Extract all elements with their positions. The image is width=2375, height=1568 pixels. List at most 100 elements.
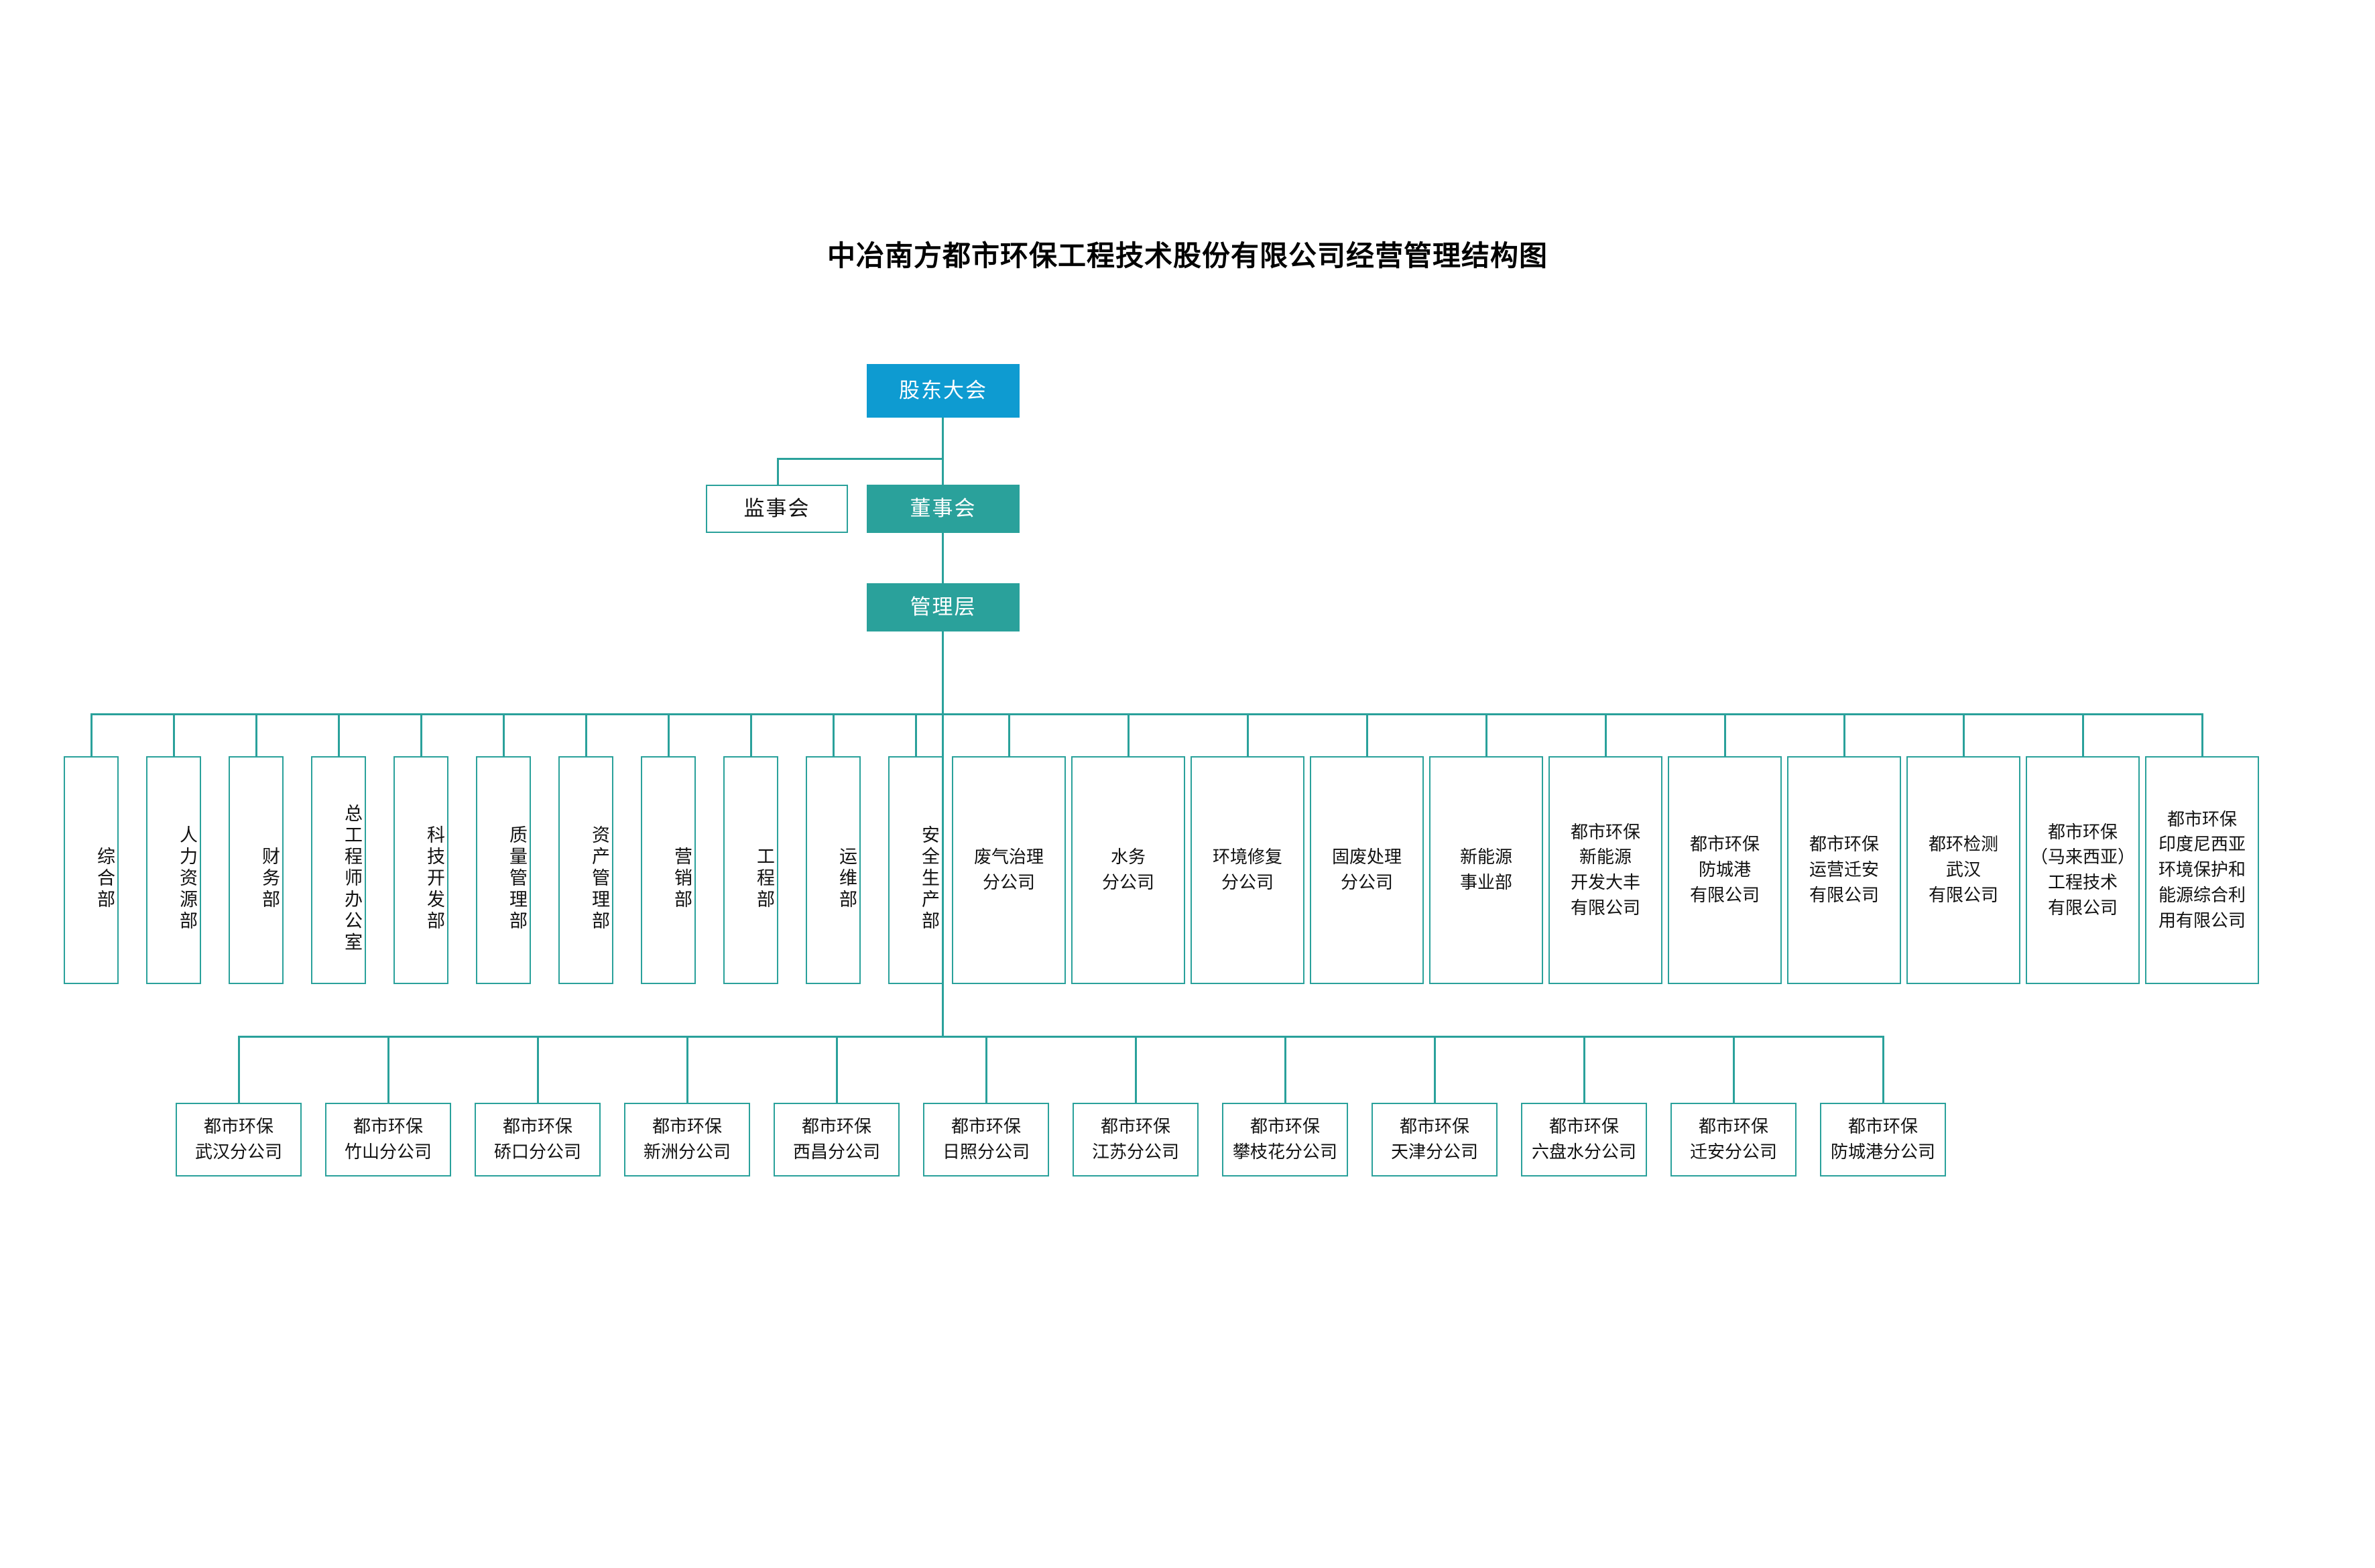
connector-department-drop xyxy=(420,713,422,756)
node-label: 都市环保 武汉分公司 xyxy=(194,1116,282,1162)
connector-board-to-management xyxy=(942,533,944,583)
node-branch-office[interactable]: 都市环保 新洲分公司 xyxy=(624,1103,750,1177)
node-label: 都市环保 江苏分公司 xyxy=(1091,1116,1179,1162)
node-department[interactable]: 都市环保 防城港 有限公司 xyxy=(1668,756,1782,984)
node-management[interactable]: 管理层 xyxy=(867,583,1020,631)
node-label: 新能源 事业部 xyxy=(1459,847,1512,892)
node-label: 工程部 xyxy=(754,847,774,911)
node-label: 都市环保 六盘水分公司 xyxy=(1531,1116,1636,1162)
connector-branch-drop xyxy=(1882,1036,1884,1103)
node-branch-office[interactable]: 都市环保 六盘水分公司 xyxy=(1521,1103,1647,1177)
node-department[interactable]: 新能源 事业部 xyxy=(1429,756,1543,984)
node-department[interactable]: 人力资源部 xyxy=(146,756,201,984)
node-branch-office[interactable]: 都市环保 江苏分公司 xyxy=(1073,1103,1199,1177)
connector-branch-drop xyxy=(985,1036,987,1103)
node-department[interactable]: 资产管理部 xyxy=(558,756,613,984)
node-branch-office[interactable]: 都市环保 硚口分公司 xyxy=(475,1103,601,1177)
node-board-of-supervisors[interactable]: 监事会 xyxy=(706,485,848,533)
node-branch-office[interactable]: 都市环保 天津分公司 xyxy=(1372,1103,1498,1177)
node-department[interactable]: 营销部 xyxy=(641,756,696,984)
connector-department-drop xyxy=(585,713,587,756)
node-board-of-directors[interactable]: 董事会 xyxy=(867,485,1020,533)
department-bus-line xyxy=(91,713,2202,715)
connector-department-drop xyxy=(337,713,340,756)
node-department[interactable]: 都市环保 印度尼西亚 环境保护和 能源综合利 用有限公司 xyxy=(2145,756,2259,984)
node-department[interactable]: 工程部 xyxy=(723,756,778,984)
connector-department-drop xyxy=(749,713,752,756)
connector-branch-drop xyxy=(1583,1036,1585,1103)
connector-department-drop xyxy=(1723,713,1726,756)
connector-branch-drop xyxy=(686,1036,688,1103)
node-label: 都市环保 （马来西亚） 工程技术 有限公司 xyxy=(2030,821,2135,918)
connector-supervisors-drop xyxy=(777,458,779,485)
node-branch-office[interactable]: 都市环保 西昌分公司 xyxy=(774,1103,900,1177)
node-label: 废气治理 分公司 xyxy=(973,847,1044,892)
connector-branch-drop xyxy=(1134,1036,1137,1103)
node-department[interactable]: 废气治理 分公司 xyxy=(952,756,1066,984)
connector-department-drop xyxy=(1127,713,1130,756)
node-branch-office[interactable]: 都市环保 攀枝花分公司 xyxy=(1222,1103,1348,1177)
node-label: 都市环保 迁安分公司 xyxy=(1689,1116,1777,1162)
connector-branch-drop xyxy=(1284,1036,1286,1103)
node-label: 监事会 xyxy=(743,496,810,520)
node-department[interactable]: 总工程师办公室 xyxy=(311,756,366,984)
node-label: 都市环保 运营迁安 有限公司 xyxy=(1809,834,1879,905)
connector-department-drop xyxy=(1246,713,1249,756)
connector-supervisors-horizontal xyxy=(777,458,943,460)
node-label: 运维部 xyxy=(837,847,857,911)
node-department[interactable]: 运维部 xyxy=(806,756,861,984)
node-label: 都环检测 武汉 有限公司 xyxy=(1928,834,1998,905)
connector-department-drop xyxy=(1604,713,1607,756)
node-label: 都市环保 日照分公司 xyxy=(942,1116,1030,1162)
connector-shareholders-trunk xyxy=(942,418,944,485)
node-department[interactable]: 水务 分公司 xyxy=(1071,756,1185,984)
node-label: 水务 分公司 xyxy=(1101,847,1154,892)
node-label: 总工程师办公室 xyxy=(342,804,362,954)
node-label: 都市环保 新洲分公司 xyxy=(643,1116,731,1162)
node-branch-office[interactable]: 都市环保 武汉分公司 xyxy=(176,1103,302,1177)
connector-department-drop xyxy=(1365,713,1368,756)
node-label: 都市环保 防城港分公司 xyxy=(1830,1116,1935,1162)
node-department[interactable]: 科技开发部 xyxy=(393,756,448,984)
connector-branch-drop xyxy=(835,1036,838,1103)
node-branch-office[interactable]: 都市环保 竹山分公司 xyxy=(325,1103,451,1177)
node-branch-office[interactable]: 都市环保 防城港分公司 xyxy=(1820,1103,1946,1177)
branch-bus-line xyxy=(239,1036,1883,1038)
node-department[interactable]: 财务部 xyxy=(229,756,284,984)
node-department[interactable]: 都市环保 （马来西亚） 工程技术 有限公司 xyxy=(2026,756,2140,984)
connector-department-drop xyxy=(1843,713,1845,756)
connector-branch-drop xyxy=(237,1036,240,1103)
connector-branch-drop xyxy=(536,1036,539,1103)
node-label: 营销部 xyxy=(672,847,692,911)
node-department[interactable]: 都市环保 运营迁安 有限公司 xyxy=(1787,756,1901,984)
node-label: 都市环保 印度尼西亚 环境保护和 能源综合利 用有限公司 xyxy=(2158,808,2246,930)
node-branch-office[interactable]: 都市环保 迁安分公司 xyxy=(1670,1103,1797,1177)
connector-department-drop xyxy=(255,713,257,756)
node-label: 都市环保 西昌分公司 xyxy=(792,1116,880,1162)
node-label: 综合部 xyxy=(95,847,115,911)
node-department[interactable]: 固废处理 分公司 xyxy=(1310,756,1424,984)
node-label: 质量管理部 xyxy=(507,825,527,932)
connector-branch-drop xyxy=(387,1036,389,1103)
node-department[interactable]: 质量管理部 xyxy=(476,756,531,984)
connector-department-drop xyxy=(172,713,175,756)
node-label: 财务部 xyxy=(259,847,280,911)
node-department[interactable]: 环境修复 分公司 xyxy=(1191,756,1304,984)
node-label: 固废处理 分公司 xyxy=(1331,847,1402,892)
node-shareholders-meeting[interactable]: 股东大会 xyxy=(867,364,1020,418)
connector-branch-drop xyxy=(1433,1036,1436,1103)
node-label: 都市环保 竹山分公司 xyxy=(344,1116,432,1162)
connector-department-drop xyxy=(2081,713,2084,756)
connector-department-drop xyxy=(2201,713,2203,756)
node-department[interactable]: 综合部 xyxy=(64,756,119,984)
node-label: 都市环保 防城港 有限公司 xyxy=(1689,834,1760,905)
node-branch-office[interactable]: 都市环保 日照分公司 xyxy=(923,1103,1049,1177)
connector-department-drop xyxy=(1008,713,1010,756)
connector-department-drop xyxy=(914,713,917,756)
node-department[interactable]: 都市环保 新能源 开发大丰 有限公司 xyxy=(1548,756,1662,984)
node-label: 股东大会 xyxy=(899,378,987,402)
node-department[interactable]: 都环检测 武汉 有限公司 xyxy=(1906,756,2020,984)
connector-department-drop xyxy=(1485,713,1487,756)
node-department[interactable]: 安全生产部 xyxy=(888,756,943,984)
